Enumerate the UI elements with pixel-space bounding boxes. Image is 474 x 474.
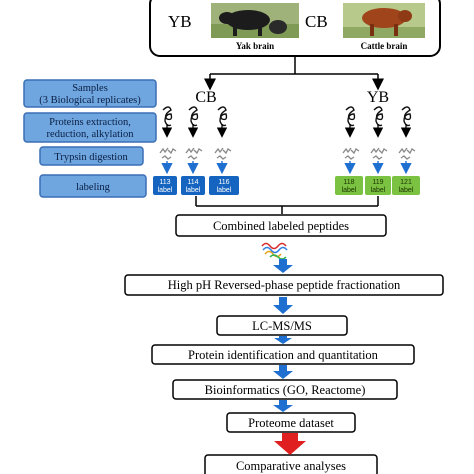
svg-text:label: label xyxy=(186,187,201,194)
svg-text:label: label xyxy=(371,187,386,194)
svg-text:116: 116 xyxy=(218,179,229,186)
protein-icon xyxy=(373,106,384,127)
peptide-icon xyxy=(185,147,203,160)
peptide-icon xyxy=(398,147,416,160)
svg-text:label: label xyxy=(158,187,173,194)
cattle-caption: Cattle brain xyxy=(361,41,408,51)
combined-peptides-box: Combined labeled peptides xyxy=(175,214,387,237)
label-tag-121: 121 label xyxy=(392,176,420,195)
svg-text:Samples: Samples xyxy=(72,83,108,94)
flow-arrow-4 xyxy=(273,365,293,379)
protein-icon xyxy=(217,106,228,127)
group-right-label: YB xyxy=(367,89,389,106)
svg-text:118: 118 xyxy=(343,179,354,186)
svg-text:Combined labeled peptides: Combined labeled peptides xyxy=(213,219,349,233)
svg-text:114: 114 xyxy=(187,179,198,186)
svg-text:121: 121 xyxy=(400,179,412,186)
protein-icon xyxy=(345,106,356,127)
group-left-label: CB xyxy=(195,89,216,106)
flow-arrow-3 xyxy=(274,336,292,344)
peptide-icon xyxy=(214,147,232,160)
yak-caption: Yak brain xyxy=(236,41,274,51)
side-step-trypsin: Trypsin digestion xyxy=(39,146,144,166)
comparative-analyses-box: Comparative analyses xyxy=(204,454,378,474)
sample-columns xyxy=(159,106,416,175)
label-tag-116: 116 label xyxy=(209,176,239,195)
svg-text:label: label xyxy=(217,187,232,194)
cattle-code: CB xyxy=(305,12,328,31)
svg-text:High pH Reversed-phase peptide: High pH Reversed-phase peptide fractiona… xyxy=(168,278,401,292)
protein-identification-box: Protein identification and quantitation xyxy=(151,344,415,365)
svg-text:reduction, alkylation: reduction, alkylation xyxy=(47,129,135,140)
proteome-dataset-box: Proteome dataset xyxy=(226,412,356,433)
svg-text:113: 113 xyxy=(159,179,170,186)
svg-text:Comparative analyses: Comparative analyses xyxy=(236,459,346,473)
yak-code: YB xyxy=(168,12,192,31)
label-tag-118: 118 label xyxy=(335,176,363,195)
protein-icon xyxy=(401,106,412,127)
svg-text:119: 119 xyxy=(372,179,383,186)
protein-icon xyxy=(162,106,173,127)
label-tag-113: 113 label xyxy=(153,176,177,195)
flow-arrow-5 xyxy=(273,400,293,412)
svg-text:labeling: labeling xyxy=(76,182,111,193)
svg-text:Bioinformatics (GO, Reactome): Bioinformatics (GO, Reactome) xyxy=(205,383,366,397)
side-step-labeling: labeling xyxy=(39,174,147,198)
peptide-icon xyxy=(159,147,177,160)
peptide-mix-icon xyxy=(261,242,288,260)
svg-text:Trypsin digestion: Trypsin digestion xyxy=(54,152,128,163)
side-step-samples: Samples (3 Biological replicates) xyxy=(23,79,157,108)
bioinformatics-box: Bioinformatics (GO, Reactome) xyxy=(172,379,398,400)
svg-text:LC-MS/MS: LC-MS/MS xyxy=(252,319,312,333)
label-tag-114: 114 label xyxy=(181,176,205,195)
lcms-box: LC-MS/MS xyxy=(216,315,348,336)
final-red-arrow xyxy=(274,433,306,455)
peptide-icon xyxy=(370,147,388,160)
svg-text:label: label xyxy=(342,187,357,194)
svg-text:Proteome dataset: Proteome dataset xyxy=(248,416,334,430)
svg-text:Proteins extraction,: Proteins extraction, xyxy=(49,117,131,128)
fractionation-box: High pH Reversed-phase peptide fractiona… xyxy=(124,274,444,296)
protein-icon xyxy=(188,106,199,127)
svg-text:(3 Biological replicates): (3 Biological replicates) xyxy=(39,95,141,106)
svg-text:label: label xyxy=(399,187,414,194)
svg-text:Protein identification and qua: Protein identification and quantitation xyxy=(188,348,379,362)
peptide-icon xyxy=(342,147,360,160)
yak-photo xyxy=(211,3,299,38)
flow-arrow-1 xyxy=(273,259,293,273)
cattle-photo xyxy=(343,3,425,38)
flow-arrow-2 xyxy=(273,297,293,314)
label-tag-119: 119 label xyxy=(365,176,391,195)
side-step-extraction: Proteins extraction, reduction, alkylati… xyxy=(23,112,157,143)
